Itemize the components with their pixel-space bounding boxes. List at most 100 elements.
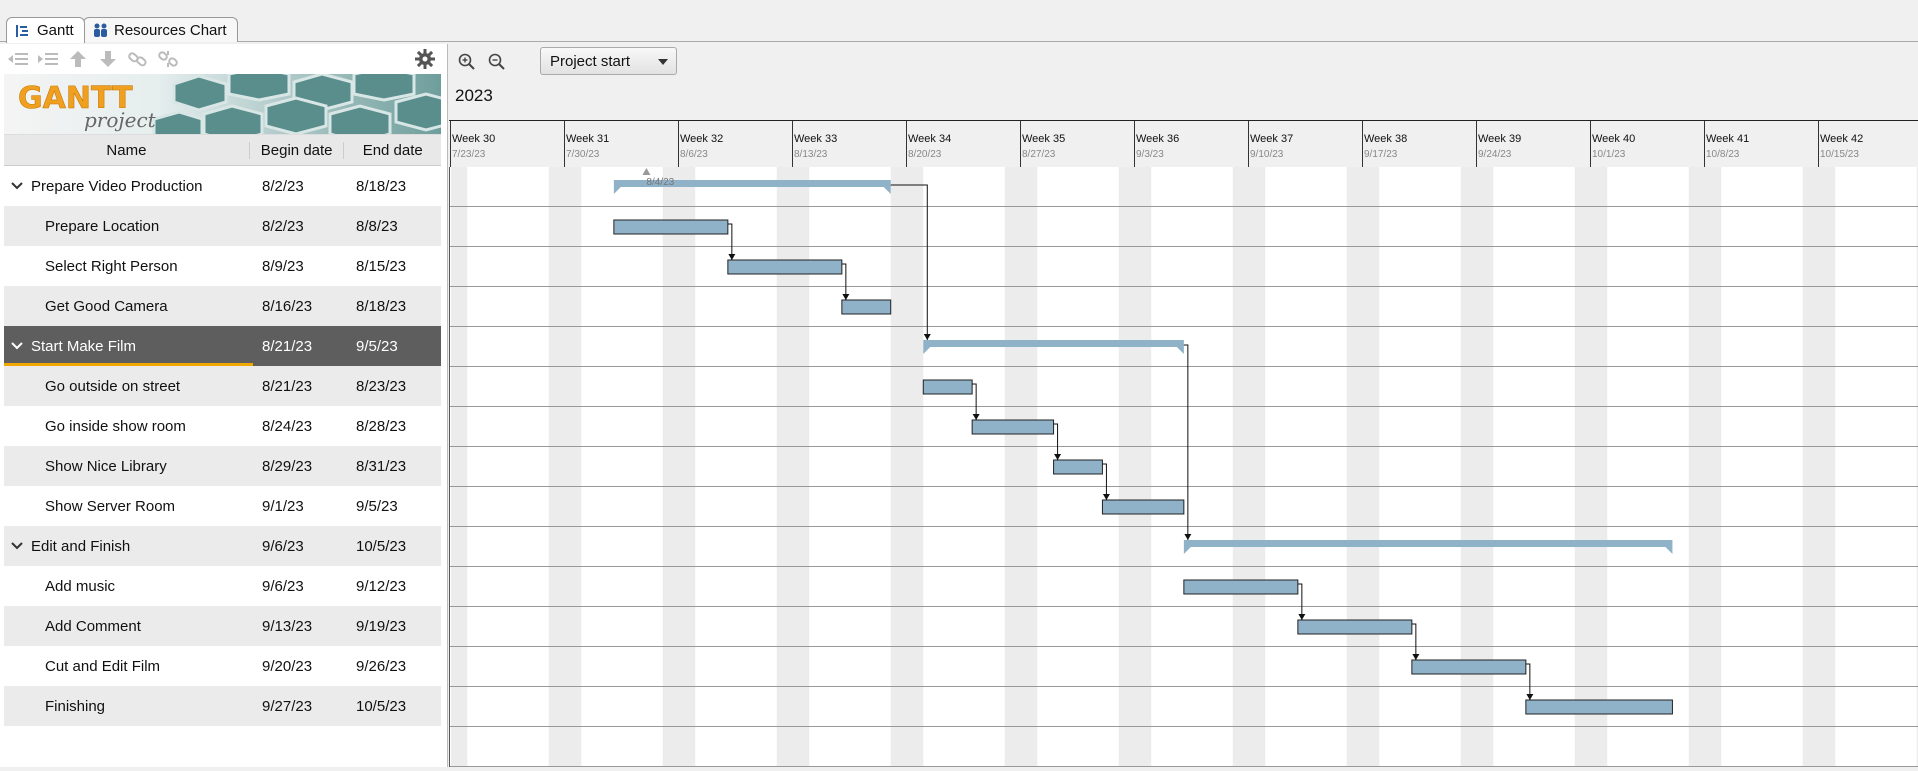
- task-name-cell: Select Right Person: [4, 258, 250, 275]
- task-name: Edit and Finish: [31, 537, 131, 555]
- dependency-line: [1297, 583, 1303, 620]
- task-name-cell: Cut and Edit Film: [4, 658, 250, 675]
- gantt-chart-area[interactable]: 8/4/23: [449, 167, 1918, 767]
- task-bar: [1525, 699, 1673, 715]
- week-date: 9/3/23: [1136, 149, 1164, 160]
- move-down-icon[interactable]: [96, 49, 120, 69]
- weekend-stripe: [1802, 167, 1819, 767]
- begin-date-cell: 9/6/23: [262, 577, 304, 595]
- dependency-line: [972, 383, 977, 420]
- link-icon[interactable]: [126, 49, 150, 69]
- tab-resources-chart[interactable]: Resources Chart: [83, 17, 238, 42]
- chevron-down-icon[interactable]: [10, 181, 26, 191]
- weekend-stripe: [679, 167, 696, 767]
- week-label: Week 42: [1820, 133, 1864, 145]
- weekend-stripe: [1591, 167, 1608, 767]
- end-date-cell: 10/5/23: [356, 697, 407, 715]
- weekend-stripe: [1118, 167, 1135, 767]
- end-date-cell: 9/19/23: [356, 617, 407, 635]
- zoom-out-icon[interactable]: [485, 50, 509, 74]
- unlink-icon[interactable]: [156, 49, 180, 69]
- dependency-arrowhead: [1184, 534, 1192, 540]
- end-date-cell: 8/18/23: [356, 177, 407, 195]
- column-header-end-date[interactable]: End date: [362, 141, 423, 159]
- task-bar: [613, 219, 729, 235]
- task-bar: [1101, 499, 1185, 515]
- task-bar: [1053, 459, 1103, 475]
- tab-gantt[interactable]: Gantt: [6, 17, 85, 43]
- weekend-stripe: [1916, 167, 1918, 767]
- gear-icon[interactable]: [413, 48, 437, 70]
- task-group-row[interactable]: Prepare Video Production 8/2/23 8/18/23: [4, 166, 441, 206]
- weekend-stripe: [1460, 167, 1477, 767]
- task-bar: [727, 259, 843, 275]
- task-name: Go outside on street: [45, 377, 181, 395]
- task-name-cell: Prepare Video Production: [4, 178, 250, 195]
- task-name: Prepare Video Production: [31, 177, 203, 195]
- week-label: Week 39: [1478, 133, 1522, 145]
- task-name: Cut and Edit Film: [45, 657, 161, 675]
- task-name: Show Nice Library: [45, 457, 167, 475]
- week-label: Week 38: [1364, 133, 1408, 145]
- task-bar: [971, 419, 1055, 435]
- chevron-down-icon: [658, 59, 668, 65]
- task-name-cell: Go outside on street: [4, 378, 250, 395]
- task-bar: [1183, 579, 1299, 595]
- dependency-arrowhead: [1054, 454, 1062, 460]
- weekend-stripe: [907, 167, 924, 767]
- zoom-in-icon[interactable]: [455, 50, 479, 74]
- dependency-arrowhead: [923, 334, 931, 340]
- weekend-stripe: [776, 167, 793, 767]
- week-label: Week 41: [1706, 133, 1750, 145]
- indent-icon[interactable]: [36, 49, 60, 69]
- task-toolbar: [0, 44, 441, 74]
- week-date: 7/23/23: [452, 149, 486, 160]
- task-bar: [841, 299, 892, 315]
- dependency-line: [1411, 623, 1417, 660]
- task-name-cell: Edit and Finish: [4, 538, 250, 555]
- tab-divider: [0, 41, 1918, 42]
- week-date: 9/10/23: [1250, 149, 1284, 160]
- weekend-stripe: [451, 167, 468, 767]
- chevron-down-icon[interactable]: [10, 341, 26, 351]
- scroll-to-dropdown[interactable]: Project start: [540, 47, 677, 75]
- task-name: Add music: [45, 577, 116, 595]
- chevron-down-icon[interactable]: [10, 541, 26, 551]
- dependency-arrowhead: [1298, 614, 1306, 620]
- begin-date-cell: 8/9/23: [262, 257, 304, 275]
- summary-bar-end: [1176, 347, 1184, 354]
- begin-date-cell: 8/24/23: [262, 417, 313, 435]
- week-label: Week 36: [1136, 133, 1180, 145]
- column-header-begin-date[interactable]: Begin date: [250, 141, 345, 159]
- end-date-cell: 8/8/23: [356, 217, 398, 235]
- begin-date-cell: 8/2/23: [262, 177, 304, 195]
- dependency-arrowhead: [728, 254, 736, 260]
- chart-toolbar: Project start: [449, 44, 1918, 80]
- weekend-stripe: [1574, 167, 1591, 767]
- outdent-icon[interactable]: [6, 49, 30, 69]
- summary-bar-end: [883, 187, 891, 194]
- tab-gantt-label: Gantt: [37, 22, 74, 39]
- dependency-line: [1183, 344, 1189, 540]
- task-name: Get Good Camera: [45, 297, 168, 315]
- column-header-name[interactable]: Name: [4, 141, 250, 159]
- task-name-cell: Finishing: [4, 698, 250, 715]
- move-up-icon[interactable]: [66, 49, 90, 69]
